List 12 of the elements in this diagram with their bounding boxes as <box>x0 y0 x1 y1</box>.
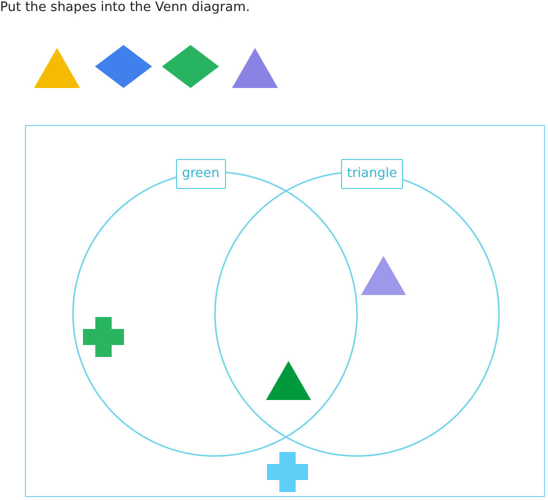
set-label: triangle <box>341 159 404 189</box>
diamond-shape <box>95 45 152 88</box>
set-label: green <box>176 159 226 189</box>
triangle-shape <box>34 48 80 88</box>
instruction-text: Put the shapes into the Venn diagram. <box>0 0 250 16</box>
plus-shape <box>267 452 308 492</box>
plus-shape <box>83 317 124 357</box>
venn-frame <box>25 125 545 497</box>
triangle-shape <box>232 48 278 88</box>
diamond-shape <box>162 45 219 88</box>
triangle-shape <box>266 361 311 400</box>
triangle-shape <box>361 256 406 295</box>
